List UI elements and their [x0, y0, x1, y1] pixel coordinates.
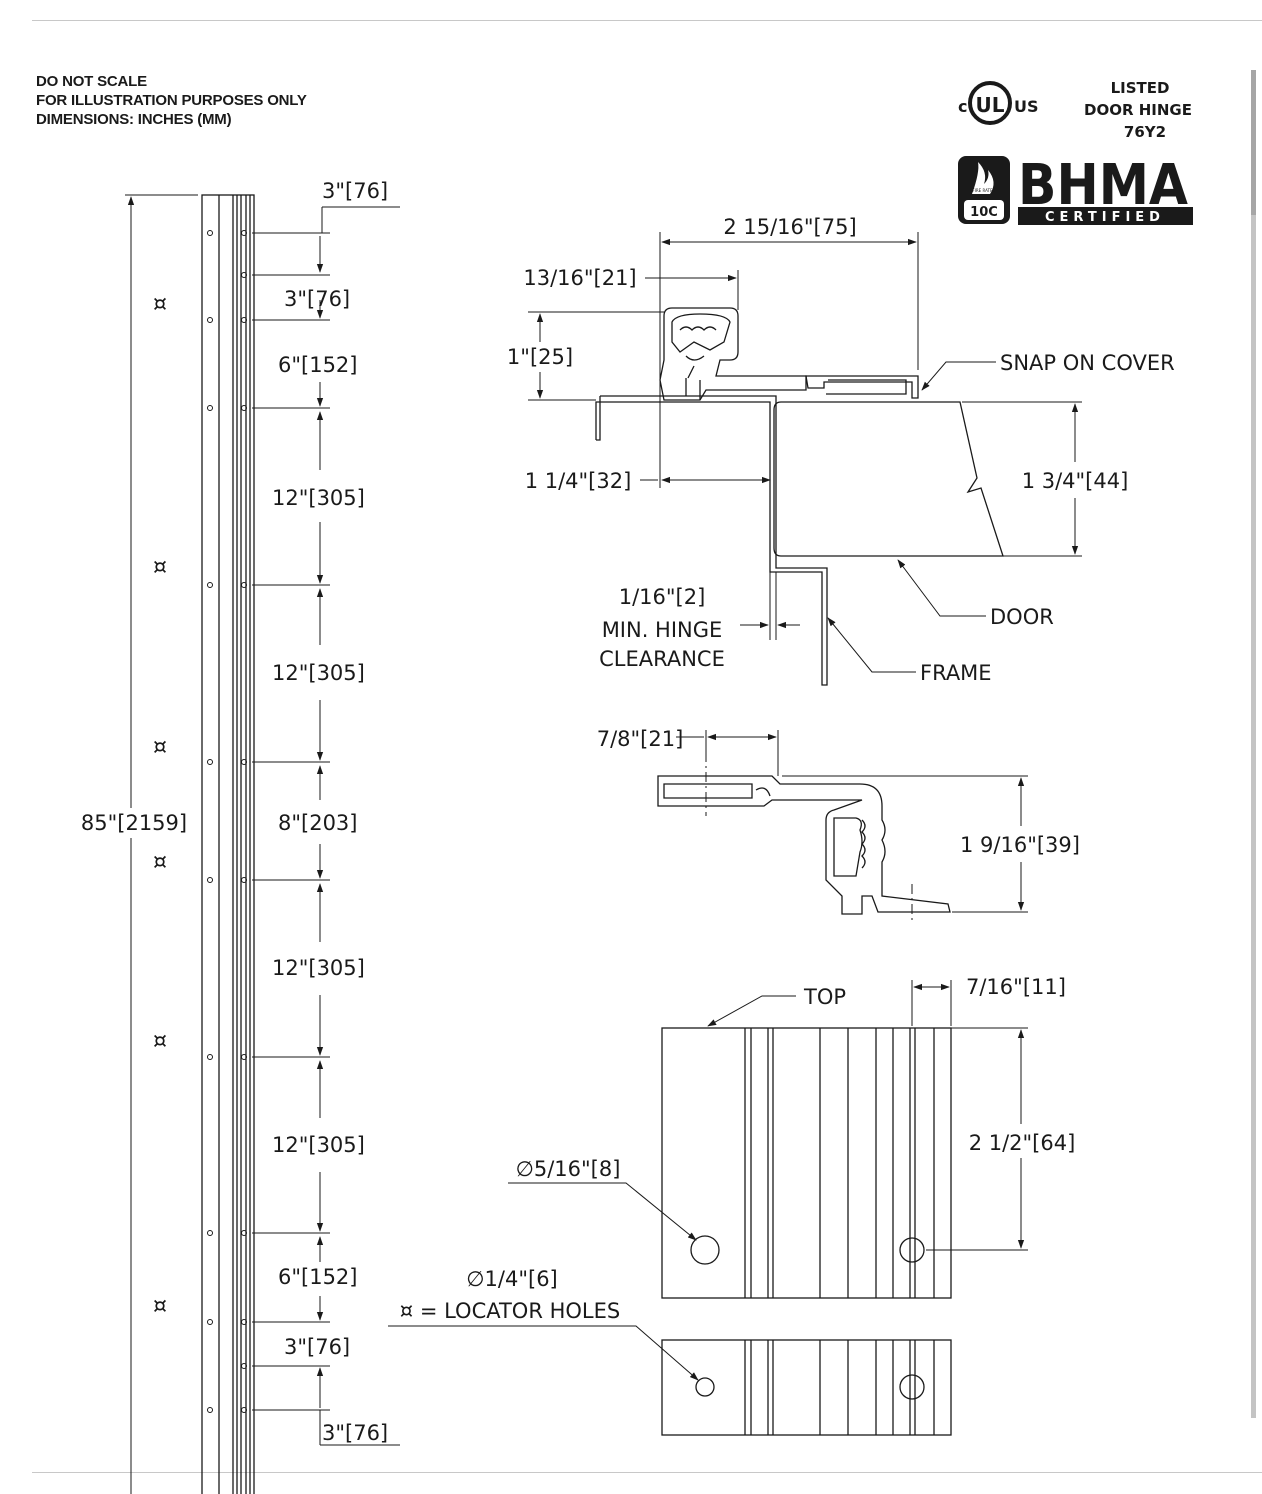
hinge-bottom-detail [661, 1339, 952, 1436]
dim-bottom-offset: 3"[76] [322, 1421, 388, 1445]
dim-spacing: 6"[152] [278, 353, 358, 377]
hole-spacing-dimensions [252, 206, 400, 1446]
dim-projection: 1"[25] [507, 345, 573, 369]
detail-dimensions [388, 980, 1028, 1381]
frame-label: FRAME [920, 661, 992, 685]
hinge-elevation [201, 194, 255, 1494]
locator-hole-marker: ¤ [153, 1294, 167, 1319]
overall-length-label: 85"[2159] [81, 811, 187, 835]
ul-mark: UL [976, 93, 1005, 117]
locator-hole-marker: ¤ [153, 1029, 167, 1054]
snap-on-cover-label: SNAP ON COVER [1000, 351, 1175, 375]
section-frame [595, 395, 828, 686]
bottom-divider [32, 1472, 1262, 1473]
min-clearance-label: MIN. HINGE [602, 618, 723, 642]
ul-suffix: US [1014, 97, 1039, 116]
note-do-not-scale: DO NOT SCALE [36, 73, 147, 90]
dim-clearance: 1/16"[2] [619, 585, 706, 609]
locator-hole-marker: ¤ [153, 292, 167, 317]
note-illustration-only: FOR ILLUSTRATION PURPOSES ONLY [36, 92, 307, 109]
locator-hole-diameter-label: ∅1/4"[6] [466, 1267, 558, 1291]
dim-hinge-width: 2 15/16"[75] [723, 215, 856, 239]
scrollbar-thumb[interactable] [1251, 70, 1256, 215]
ul-prefix: c [958, 97, 967, 116]
bhma-certified-logo: FIRE RATED 10C BHMA CERTIFIED [958, 153, 1193, 225]
top-label: TOP [803, 985, 846, 1009]
ul-listed: LISTED [1111, 79, 1170, 97]
section-hinge-leaves [659, 307, 919, 401]
dim-spacing: 12"[305] [272, 956, 365, 980]
section-dimensions [528, 232, 1082, 640]
vertical-scrollbar[interactable] [1251, 70, 1256, 1418]
bhma-certified-text: CERTIFIED [1045, 210, 1165, 225]
flame-icon [972, 162, 994, 194]
locator-hole-marker: ¤ [153, 850, 167, 875]
ul-listing-mark: c UL US LISTED DOOR HINGE 76Y2 [958, 79, 1192, 141]
dim-pin-offset: 7/8"[21] [597, 727, 684, 751]
locator-hole-marker: ¤ [153, 555, 167, 580]
elevation-screw-holes [207, 230, 247, 1413]
note-dimension-units: DIMENSIONS: INCHES (MM) [36, 111, 232, 128]
dim-hole-spacing: 2 1/2"[64] [969, 1131, 1076, 1155]
ul-door-hinge: DOOR HINGE [1084, 101, 1192, 119]
hinge-top-detail [661, 1027, 952, 1299]
dim-spacing: 3"[76] [284, 1335, 350, 1359]
profile-center-lines [705, 752, 913, 924]
dim-spacing: 12"[305] [272, 1133, 365, 1157]
locator-holes-legend: ¤ = LOCATOR HOLES [400, 1299, 620, 1323]
dim-profile-height: 1 9/16"[39] [960, 833, 1080, 857]
hole-diameter-label: ∅5/16"[8] [516, 1157, 621, 1181]
dim-spacing: 12"[305] [272, 661, 365, 685]
hinge-profile [657, 775, 951, 915]
dim-spacing: 8"[203] [278, 811, 358, 835]
section-door [773, 401, 1004, 557]
drawing-notes: DO NOT SCALE FOR ILLUSTRATION PURPOSES O… [36, 72, 307, 129]
min-clearance-label: CLEARANCE [599, 647, 725, 671]
fire-rated-label: FIRE RATED [972, 188, 995, 193]
door-label: DOOR [990, 605, 1054, 629]
dim-leaf-depth: 1 1/4"[32] [525, 469, 632, 493]
dim-edge-offset: 7/16"[11] [966, 975, 1066, 999]
top-divider [32, 20, 1262, 21]
dim-door-thickness: 1 3/4"[44] [1022, 469, 1129, 493]
overall-length-dimension [125, 194, 198, 1494]
fire-rating-value: 10C [970, 205, 998, 220]
locator-hole-marker: ¤ [153, 735, 167, 760]
dim-top-offset: 3"[76] [322, 179, 388, 203]
dim-spacing: 6"[152] [278, 1265, 358, 1289]
dim-spacing: 3"[76] [284, 287, 350, 311]
section-leaders [827, 361, 996, 673]
profile-dimensions [676, 730, 1028, 913]
ul-file-number: 76Y2 [1124, 123, 1166, 141]
dim-knuckle-offset: 13/16"[21] [523, 266, 636, 290]
dim-spacing: 12"[305] [272, 486, 365, 510]
